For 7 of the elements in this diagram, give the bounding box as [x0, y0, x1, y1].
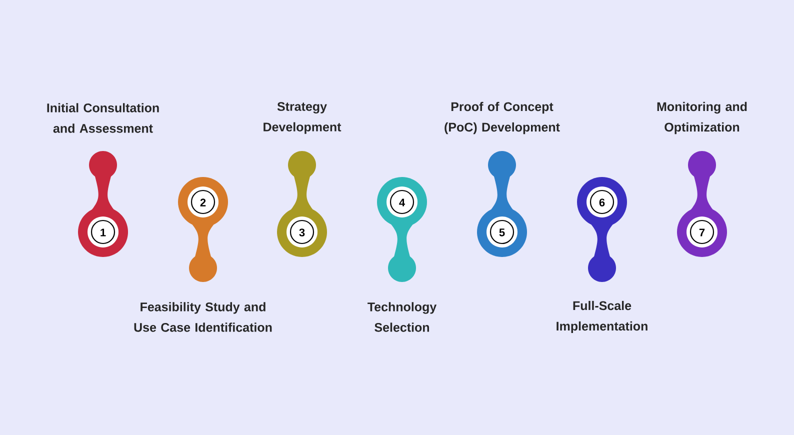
step-title: Technology Selection — [368, 302, 437, 332]
step-title: Monitoring and Optimization — [657, 102, 747, 134]
step-title: Full-Scale Implementation — [556, 300, 648, 334]
step-title: Proof of Concept (PoC) Development — [444, 102, 560, 134]
step-title: Strategy Development — [264, 102, 342, 134]
step-title: Initial Consultation and Assessment — [47, 103, 159, 133]
step-title: Feasibility Study and Use Case Identification — [134, 302, 272, 332]
